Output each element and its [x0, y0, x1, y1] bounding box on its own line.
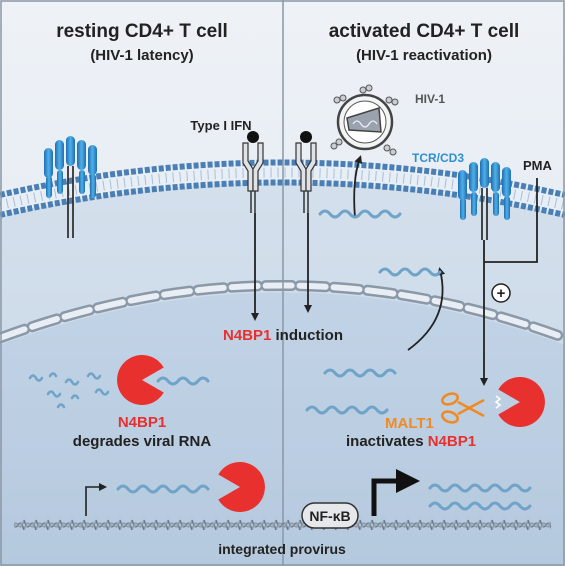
tcr-cd3-label: TCR/CD3 — [412, 151, 464, 165]
n4bp1-induction-gene: N4BP1 — [223, 327, 271, 344]
right-panel-title: activated CD4+ T cell — [329, 21, 520, 42]
pma-label: PMA — [523, 158, 553, 173]
left-panel-subtitle: (HIV-1 latency) — [90, 47, 193, 64]
nfkb-label: NF-κB — [309, 508, 350, 524]
viral-rna-strand-left — [156, 376, 210, 386]
viral-rna-strands-cytoplasm — [318, 209, 442, 277]
nfkb-badge: NF-κB — [301, 502, 359, 529]
pma-pathway-line — [484, 178, 538, 263]
malt1-label: MALT1 — [385, 415, 434, 432]
tcr-cd3-complex-icon — [44, 136, 97, 238]
n4bp1-pacman-icon-dna — [218, 462, 265, 512]
ifn-receptor-icon — [242, 142, 264, 213]
n4bp1-induction-label: N4BP1 induction — [223, 327, 343, 344]
n4bp1-induction-text: induction — [271, 327, 343, 344]
inactivates-n4bp1-label: inactivates N4BP1 — [346, 433, 476, 450]
cell-membrane-band — [0, 162, 565, 215]
transcription-arrowhead-strong — [396, 469, 420, 493]
viral-rna-strand — [378, 267, 442, 277]
right-panel-subtitle: (HIV-1 reactivation) — [356, 47, 492, 64]
hiv-virion-icon — [330, 84, 399, 156]
degraded-rna-fragments — [28, 372, 110, 409]
viral-rna-strand — [318, 209, 402, 219]
ifn-ligand-icon-right — [300, 131, 312, 143]
left-panel-title: resting CD4+ T cell — [56, 21, 228, 42]
activation-plus-badge — [491, 283, 511, 303]
inactivates-text: inactivates — [346, 433, 428, 450]
ifn-ligand-icon — [247, 131, 259, 143]
transcription-start-arrow-weak — [85, 483, 107, 516]
nascent-viral-rna-left — [116, 484, 210, 494]
n4bp1-pacman-icon — [117, 355, 164, 405]
viral-rna-strand — [305, 405, 389, 415]
rna-export-arrow-nucleus — [407, 267, 446, 351]
n4bp1-pacman-cleaved-icon — [494, 377, 545, 427]
viral-rna-strands-nucleus — [305, 368, 532, 511]
ifn-receptor-icon-right — [295, 142, 317, 213]
degrades-viral-rna-label: degrades viral RNA — [73, 433, 212, 450]
viral-rna-strand — [323, 368, 397, 378]
left-n4bp1-label: N4BP1 — [118, 414, 166, 431]
integrated-provirus-label: integrated provirus — [218, 541, 346, 557]
hiv1-label: HIV-1 — [415, 92, 445, 106]
transcription-start-arrow-strong — [371, 478, 398, 516]
rna-export-arrow-virion — [353, 155, 363, 219]
type1-ifn-label: Type I IFN — [190, 118, 251, 133]
viral-rna-strand — [428, 483, 532, 493]
inactivates-n4bp1-gene: N4BP1 — [428, 433, 476, 450]
tcr-cd3-complex-icon-right — [458, 158, 511, 240]
provirus-dna-helix — [14, 516, 551, 530]
activation-plus-sign: + — [497, 285, 506, 302]
viral-rna-strand — [428, 501, 532, 511]
scissors-icon — [440, 392, 485, 424]
